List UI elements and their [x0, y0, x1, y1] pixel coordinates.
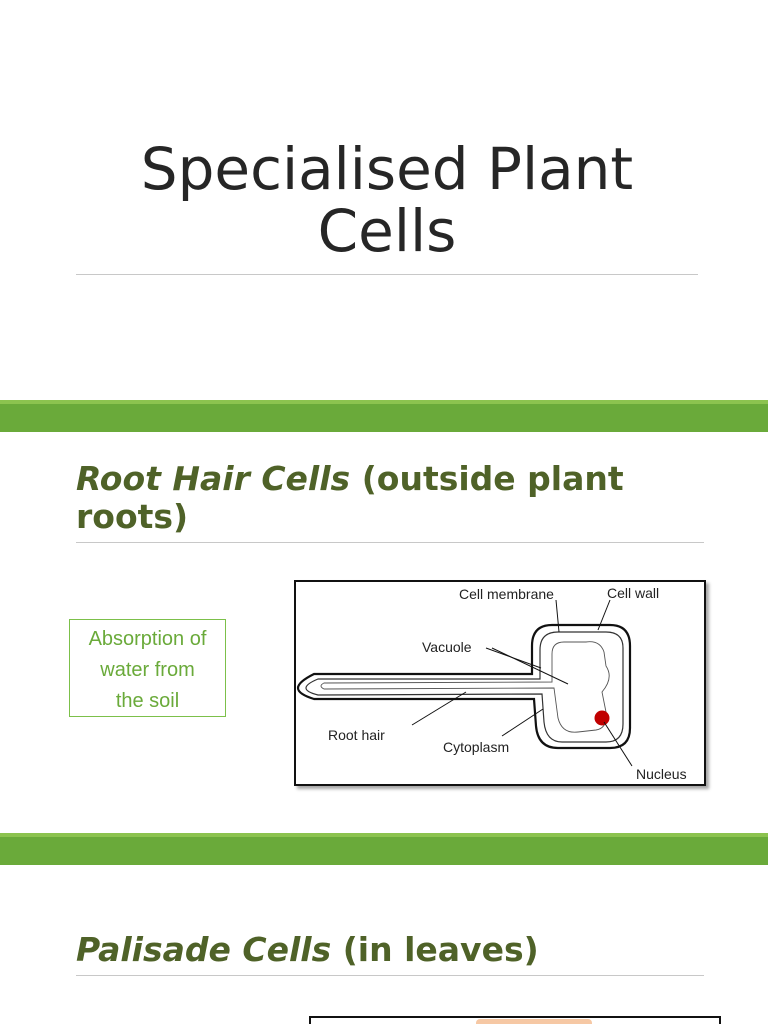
- section-heading-palisade: Palisade Cells (in leaves): [76, 931, 706, 969]
- description-box: Absorption of water from the soil: [69, 619, 226, 717]
- slide-title: Specialised Plant Cells: [76, 138, 698, 262]
- vacuole-outline: [320, 641, 610, 733]
- root-hair-cell-diagram: Cell membrane Cell wall Vacuole Root hai…: [294, 580, 706, 786]
- label-cell-wall: Cell wall: [607, 585, 659, 601]
- cell-wall-outline: [296, 623, 632, 750]
- root-hair-cell-illustration: Cell membrane Cell wall Vacuole Root hai…: [296, 585, 687, 782]
- section-divider-2: [76, 975, 704, 976]
- slide-title-line-1: Specialised Plant: [140, 135, 634, 203]
- section-heading-rest: (outside plant roots): [76, 459, 624, 536]
- label-root-hair: Root hair: [328, 727, 385, 743]
- section-band-2: [0, 833, 768, 865]
- section-band-1: [0, 400, 768, 432]
- label-cell-membrane: Cell membrane: [459, 586, 554, 602]
- label-nucleus: Nucleus: [636, 766, 687, 782]
- slide-title-line-2: Cells: [317, 197, 457, 265]
- description-line-1: Absorption of: [88, 628, 207, 650]
- section-heading-italic: Palisade Cells: [76, 930, 332, 969]
- palisade-cell-shape: [476, 1019, 592, 1024]
- section-heading-root-hair: Root Hair Cells (outside plant roots): [76, 460, 706, 536]
- palisade-cell-diagram: [309, 1016, 721, 1024]
- title-divider: [76, 274, 698, 275]
- section-heading-rest: (in leaves): [331, 930, 539, 969]
- description-line-3: the soil: [115, 690, 180, 712]
- nucleus-dot: [594, 710, 610, 726]
- label-cytoplasm: Cytoplasm: [443, 739, 509, 755]
- section-divider-1: [76, 542, 704, 543]
- description-line-2: water from: [100, 659, 195, 681]
- label-vacuole: Vacuole: [422, 639, 472, 655]
- section-heading-italic: Root Hair Cells: [76, 459, 351, 498]
- cell-membrane-outline: [305, 631, 624, 743]
